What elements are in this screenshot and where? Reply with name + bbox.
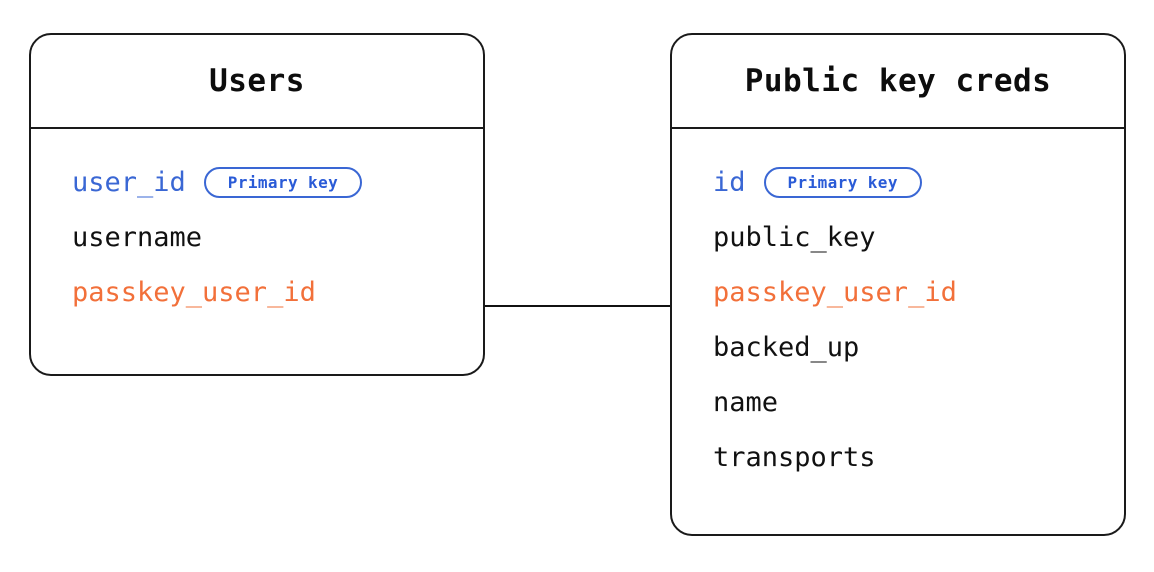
field-name-passkey-user-id: passkey_user_id bbox=[713, 277, 957, 308]
field-name-public-key: public_key bbox=[713, 222, 876, 253]
entity-public-key-creds-field-list: id Primary key public_key passkey_user_i… bbox=[672, 129, 1124, 511]
relationship-connector-passkey-user-id bbox=[483, 305, 671, 307]
field-row-public-key[interactable]: public_key bbox=[672, 210, 1124, 265]
entity-users-field-list: user_id Primary key username passkey_use… bbox=[31, 129, 483, 346]
primary-key-badge: Primary key bbox=[203, 167, 363, 198]
field-row-transports[interactable]: transports bbox=[672, 430, 1124, 485]
field-row-user-id[interactable]: user_id Primary key bbox=[31, 155, 483, 210]
field-name-id: id bbox=[713, 167, 746, 198]
field-name-passkey-user-id: passkey_user_id bbox=[72, 277, 316, 308]
entity-users[interactable]: Users user_id Primary key username passk… bbox=[29, 33, 485, 376]
entity-public-key-creds[interactable]: Public key creds id Primary key public_k… bbox=[670, 33, 1126, 536]
field-row-backed-up[interactable]: backed_up bbox=[672, 320, 1124, 375]
field-row-name[interactable]: name bbox=[672, 375, 1124, 430]
entity-public-key-creds-title: Public key creds bbox=[672, 35, 1124, 129]
entity-users-title: Users bbox=[31, 35, 483, 129]
field-row-username[interactable]: username bbox=[31, 210, 483, 265]
field-name-name: name bbox=[713, 387, 779, 418]
field-name-user-id: user_id bbox=[72, 167, 186, 198]
field-row-passkey-user-id[interactable]: passkey_user_id bbox=[672, 265, 1124, 320]
field-row-passkey-user-id[interactable]: passkey_user_id bbox=[31, 265, 483, 320]
primary-key-badge: Primary key bbox=[763, 167, 922, 198]
field-row-id[interactable]: id Primary key bbox=[672, 155, 1124, 210]
field-name-transports: transports bbox=[713, 442, 876, 473]
field-name-username: username bbox=[72, 222, 203, 253]
field-name-backed-up: backed_up bbox=[713, 332, 860, 363]
